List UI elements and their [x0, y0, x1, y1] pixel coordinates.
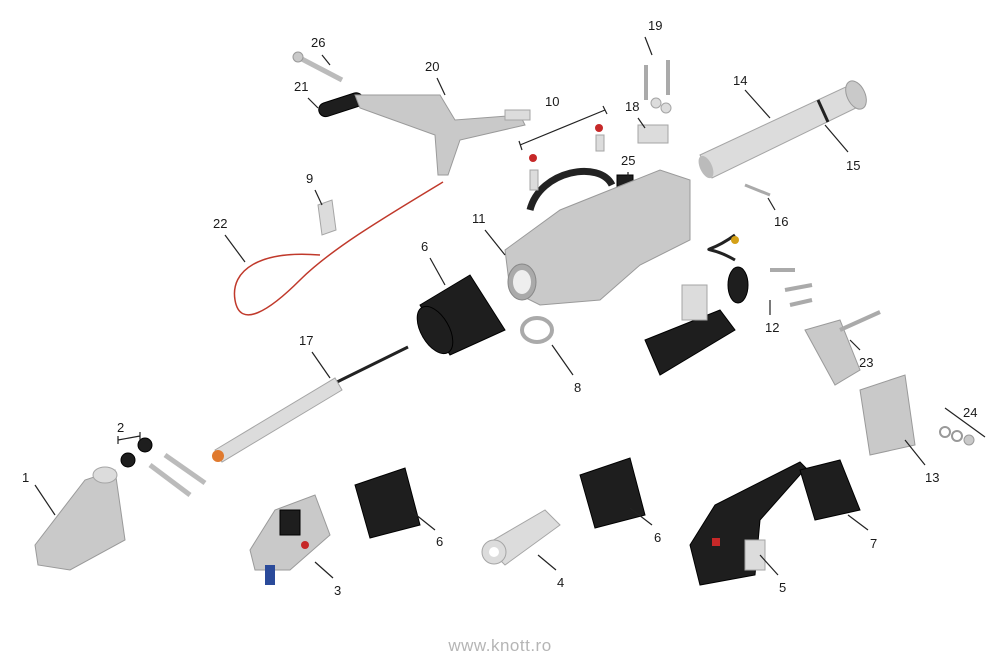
part-master-cylinder [644, 233, 749, 376]
watermark: www.knott.ro [448, 636, 552, 655]
part-6-bellows-top [416, 274, 506, 356]
label-13: 13 [925, 470, 939, 485]
part-24-washers [939, 426, 975, 446]
label-5: 5 [779, 580, 786, 595]
part-4-towing-eye [481, 509, 561, 566]
part-6-bellows-right [579, 457, 646, 529]
part-11-coupling-housing [504, 169, 691, 306]
part-16-pin [744, 183, 771, 197]
part-9-bracket [317, 199, 337, 236]
part-17-shock-absorber [212, 345, 409, 463]
leader-lines [34, 36, 986, 579]
label-6: 6 [436, 534, 443, 549]
label-6: 6 [421, 239, 428, 254]
label-19: 19 [648, 18, 662, 33]
label-26: 26 [311, 35, 325, 50]
part-22-breakaway-cable [233, 181, 444, 316]
label-6: 6 [654, 530, 661, 545]
label-20: 20 [425, 59, 439, 74]
part-2-bolts [120, 437, 207, 497]
label-18: 18 [625, 99, 639, 114]
label-11: 11 [472, 211, 486, 226]
part-12-bolts [770, 268, 813, 307]
part-14-drawbar-tube [698, 80, 867, 179]
part-6-bellows-left [354, 467, 421, 539]
part-26-bolt [292, 51, 344, 83]
label-16: 16 [774, 214, 788, 229]
label-22: 22 [213, 216, 227, 231]
label-9: 9 [306, 171, 313, 186]
part-10-strap [526, 124, 616, 212]
label-12: 12 [765, 320, 779, 335]
part-18-19-bolts [637, 60, 672, 144]
label-15: 15 [846, 158, 860, 173]
label-17: 17 [299, 333, 313, 348]
part-23-lever [804, 310, 881, 386]
label-21: 21 [294, 79, 308, 94]
part-5-stabiliser-hood [689, 461, 807, 586]
part-1-coupling-head [34, 466, 126, 571]
part-20-handbrake-lever [354, 94, 531, 176]
label-3: 3 [334, 583, 341, 598]
part-13-cover [859, 374, 916, 456]
label-14: 14 [733, 73, 747, 88]
label-25: 25 [621, 153, 635, 168]
label-2: 2 [117, 420, 124, 435]
part-labels: 1 2 3 4 5 6 6 6 7 8 9 10 11 12 13 14 15 … [22, 18, 977, 598]
part-8-clamp [520, 316, 554, 344]
label-8: 8 [574, 380, 581, 395]
label-24: 24 [963, 405, 977, 420]
part-3-stabiliser-coupling [249, 494, 331, 585]
label-10: 10 [545, 94, 559, 109]
label-1: 1 [22, 470, 29, 485]
label-23: 23 [859, 355, 873, 370]
label-4: 4 [557, 575, 564, 590]
part-7-bellows [799, 459, 861, 521]
label-7: 7 [870, 536, 877, 551]
